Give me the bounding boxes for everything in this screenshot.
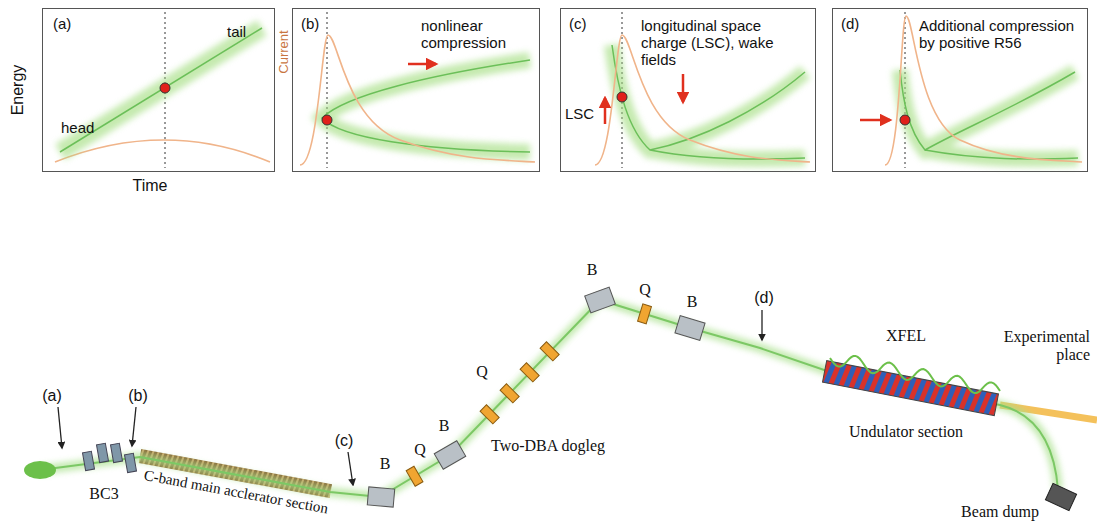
quadrupole: [638, 304, 652, 324]
panel-box: (c) longitudinal space charge (LSC), wake…: [560, 8, 816, 172]
current-profile: [300, 35, 535, 165]
panel-letter: (c): [569, 15, 587, 32]
label: BC3: [89, 485, 118, 503]
phase-space-band: [60, 28, 262, 152]
current-profile: [595, 35, 810, 165]
electron-beam-glow: [40, 300, 1058, 497]
reference-particle: [900, 115, 910, 125]
panel-box: (d) Additional compression by positive R5…: [832, 8, 1088, 172]
quadrupole: [540, 342, 559, 361]
wake-arrow: [682, 74, 685, 102]
bend-magnet: [585, 287, 616, 313]
label: B: [587, 261, 598, 279]
phase-space-line: [322, 60, 530, 152]
label: (d): [754, 289, 774, 307]
phase-space-line: [900, 70, 1078, 159]
callout-arrow: [132, 407, 136, 446]
panel-note: nonlinear compression: [421, 17, 531, 51]
beam-dump: [1045, 483, 1076, 510]
phase-space-line: [612, 45, 805, 159]
label: Two-DBA dogleg: [491, 437, 605, 455]
phase-space-band: [322, 60, 530, 152]
callout-arrow: [348, 452, 353, 485]
panel-box: (b) nonlinear compression: [292, 8, 540, 172]
label: Undulator section: [849, 423, 963, 441]
label: Energy: [9, 65, 27, 116]
chicane-magnet: [124, 453, 136, 472]
label: Experimental place: [990, 328, 1090, 363]
undulator: [822, 361, 998, 416]
motion-arrow: [408, 63, 436, 66]
electron-beam: [40, 300, 1058, 497]
chicane-magnet: [82, 451, 94, 470]
panel-c-plot: [595, 12, 810, 168]
callout-arrow: [58, 407, 62, 448]
reference-particle: [617, 92, 627, 102]
panel-letter: (b): [301, 15, 319, 32]
undulator-trajectory: [830, 356, 1000, 393]
chicane-magnet: [96, 443, 108, 462]
label: Q: [476, 363, 488, 381]
panel-note: tail: [227, 23, 246, 40]
motion-arrow: [860, 119, 890, 122]
panel-letter: (d): [841, 15, 859, 32]
phase-space-band: [900, 70, 1078, 159]
label: Time: [133, 177, 168, 195]
panel-letter: (a): [53, 15, 71, 32]
panel-note: head: [61, 119, 94, 136]
quadrupole: [480, 405, 499, 424]
reference-particle: [322, 115, 332, 125]
bend-magnet: [434, 441, 466, 470]
bend-magnet: [367, 487, 394, 507]
label: (c): [335, 432, 354, 450]
label: Q: [414, 441, 426, 459]
label: B: [687, 293, 698, 311]
panel-note: LSC: [565, 105, 594, 122]
label: (b): [128, 387, 148, 405]
phase-space-line: [60, 28, 262, 152]
label: Current: [277, 30, 291, 73]
quadrupole: [406, 466, 423, 486]
panel-b-plot: [300, 12, 535, 168]
electron-bunch: [24, 461, 56, 479]
label: Beam dump: [961, 503, 1039, 521]
panel-box: (a) tail head: [42, 8, 275, 172]
label: B: [380, 455, 391, 473]
panel-a-plot: [55, 12, 270, 168]
lsc-arrow: [604, 98, 607, 124]
label: B: [439, 417, 450, 435]
label: (a): [42, 387, 62, 405]
callout-arrow: [761, 310, 762, 340]
label: XFEL: [886, 327, 926, 345]
panel-note: longitudinal space charge (LSC), wake fi…: [641, 17, 811, 68]
chicane-magnet: [110, 443, 122, 462]
quadrupole: [500, 384, 519, 403]
label: Q: [639, 281, 651, 299]
reference-particle: [160, 83, 170, 93]
quadrupole: [520, 363, 539, 382]
panel-note: Additional compression by positive R56: [919, 17, 1084, 51]
phase-space-band: [612, 45, 805, 159]
bend-magnet: [675, 316, 705, 341]
